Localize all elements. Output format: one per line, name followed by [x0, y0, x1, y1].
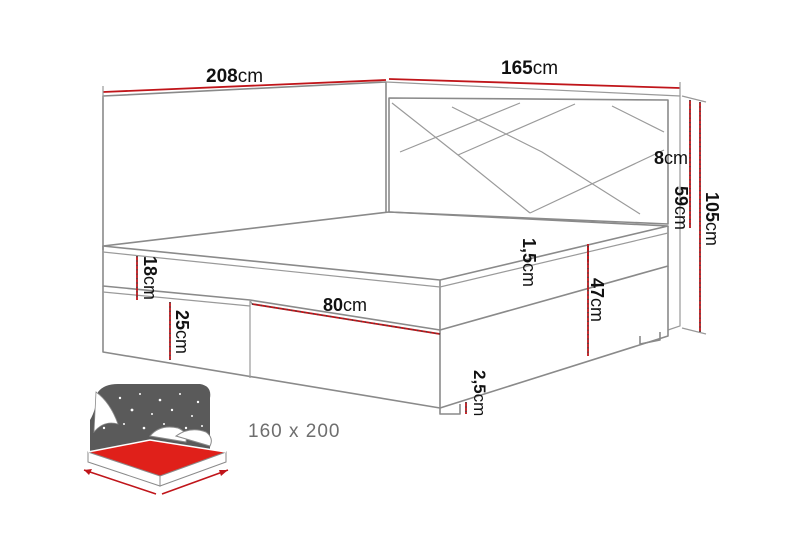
label-width: 165cm — [501, 58, 558, 79]
label-base-height: 25cm — [172, 310, 192, 354]
bed-outline — [102, 81, 681, 415]
label-total-length: 208cm — [206, 66, 263, 87]
label-drawer-width: 80cm — [323, 295, 367, 315]
label-bed-height: 47cm — [587, 278, 607, 322]
label-headboard-panel-height: 59cm — [671, 186, 691, 230]
label-headboard-total-height: 105cm — [702, 192, 722, 246]
bed-room-icon — [83, 384, 229, 495]
label-leg-height: 2,5cm — [470, 370, 489, 416]
label-headboard-thickness: 8cm — [654, 148, 688, 168]
dimension-lines — [102, 78, 707, 414]
label-mattress-height: 18cm — [140, 256, 160, 300]
sleeping-area-size: 160 x 200 — [248, 421, 341, 442]
label-topper-thickness: 1,5cm — [519, 238, 539, 287]
